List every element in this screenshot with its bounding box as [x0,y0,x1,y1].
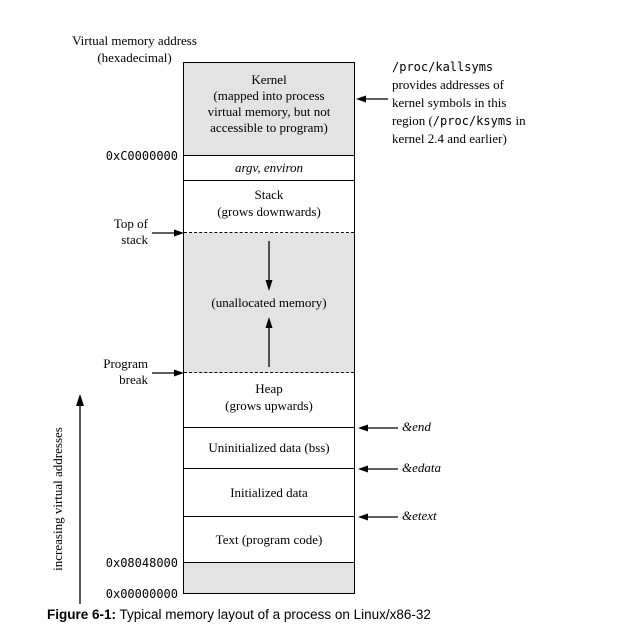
stack-label-line2: (grows downwards) [217,204,321,219]
figure-caption: Figure 6-1: Typical memory layout of a p… [47,607,607,622]
program-break-line1: Program [103,356,148,371]
segment-bss: Uninitialized data (bss) [184,428,354,469]
kernel-label-line2: (mapped into process [213,88,325,103]
ksyms-path: /proc/ksyms [432,114,513,128]
text-segment-label: Text (program code) [215,532,323,547]
increasing-addresses-label: increasing virtual addresses [50,427,65,571]
kallsyms-line2: provides addresses of [392,77,504,92]
kernel-label-line4: accessible to program) [210,120,328,135]
kallsyms-line4-pre: region ( [392,113,433,128]
axis-title-line1: Virtual memory address [72,33,197,48]
kallsyms-line3: kernel symbols in this [392,95,507,110]
program-break-line2: break [119,372,148,387]
stack-growth-arrow-icon [263,241,275,291]
bss-label: Uninitialized data (bss) [208,440,330,455]
end-arrow-icon [358,422,398,434]
address-axis-arrow-icon [74,394,86,604]
segment-low-memory [184,563,354,593]
kallsyms-line5: kernel 2.4 and earlier) [392,131,507,146]
program-break-label: Program break [58,356,148,388]
top-of-stack-arrow-icon [152,227,184,239]
segment-text: Text (program code) [184,517,354,563]
end-symbol-label: &end [402,419,431,434]
edata-symbol-label: &edata [402,460,441,475]
kallsyms-arrow-icon [356,93,388,105]
heap-growth-arrow-icon [263,317,275,367]
etext-symbol-label: &etext [402,508,437,523]
address-kernel-boundary: 0xC0000000 [105,149,178,163]
segment-kernel: Kernel (mapped into process virtual memo… [184,63,354,156]
kernel-label-line3: virtual memory, but not [207,104,331,119]
caption-label: Figure 6-1: [47,607,117,622]
edata-arrow-icon [358,463,398,475]
argv-environ-label: argv, environ [234,160,304,175]
caption-text: Typical memory layout of a process on Li… [119,607,431,622]
segment-heap: Heap (grows upwards) [184,373,354,428]
stack-label: Stack [254,187,284,202]
heap-label: Heap [255,381,283,396]
address-text-base: 0x08048000 [105,556,178,570]
unallocated-label: (unallocated memory) [211,295,327,310]
segment-initialized-data: Initialized data [184,469,354,517]
kallsyms-line4: region (/proc/ksyms in [392,112,577,130]
address-zero: 0x00000000 [105,587,178,601]
segment-unallocated: (unallocated memory) [184,233,354,373]
axis-title-line2: (hexadecimal) [97,50,172,65]
top-of-stack-label: Top of stack [58,216,148,248]
axis-title: Virtual memory address (hexadecimal) [52,32,217,66]
kallsyms-path: /proc/kallsyms [392,60,494,74]
heap-label-line2: (grows upwards) [225,398,313,413]
top-of-stack-line2: stack [121,232,148,247]
top-of-stack-line1: Top of [113,216,148,231]
segment-stack: Stack (grows downwards) [184,181,354,233]
memory-column: Kernel (mapped into process virtual memo… [183,62,355,594]
kallsyms-line4-post: in [512,113,526,128]
segment-argv-environ: argv, environ [184,156,354,181]
initialized-data-label: Initialized data [230,485,308,500]
program-break-arrow-icon [152,367,184,379]
kernel-label: Kernel [251,72,287,87]
etext-arrow-icon [358,511,398,523]
kallsyms-note: /proc/kallsyms provides addresses of ker… [392,58,577,148]
